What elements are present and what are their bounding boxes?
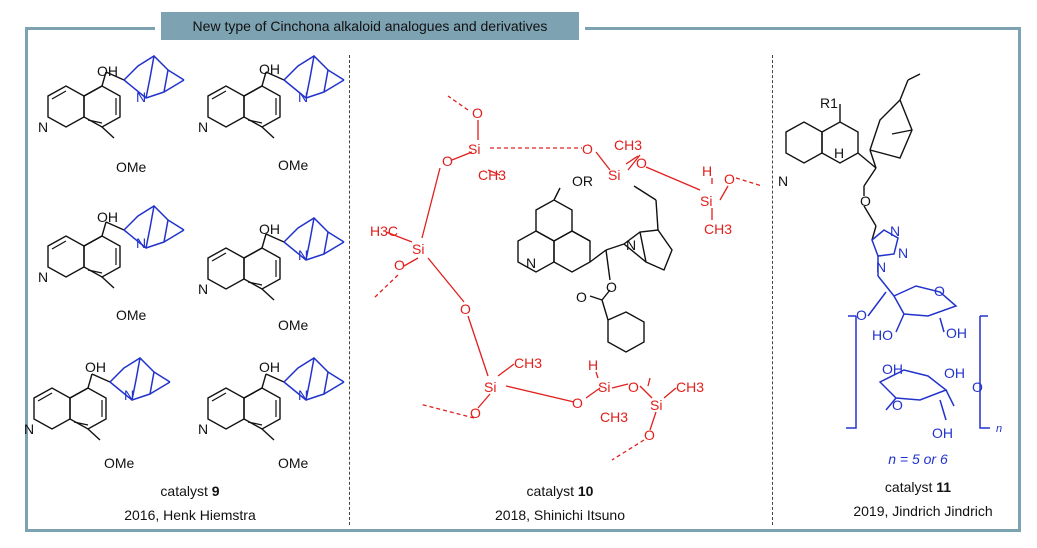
- ring-o-2: O: [856, 307, 867, 323]
- quinoline-n-b: N: [198, 119, 208, 135]
- ester-o-label: O: [606, 279, 617, 295]
- si-label-6: Si: [598, 379, 610, 395]
- o-label-7: O: [460, 301, 471, 317]
- analogue-a: [47, 55, 185, 139]
- h-label-2: H: [588, 357, 598, 373]
- ch3-label-1: CH3: [478, 167, 506, 183]
- quinoline-n-c: N: [38, 269, 48, 285]
- credit-catalyst-10: 2018, Shinichi Itsuno: [495, 507, 625, 523]
- o-label-11: O: [644, 427, 655, 443]
- ring-o-4: O: [892, 397, 903, 413]
- amine-n-c: N: [136, 235, 146, 251]
- oh-label-e: OH: [85, 359, 106, 375]
- r1-label: R1: [820, 95, 838, 111]
- analogue-e: [33, 357, 171, 441]
- repeat-n-label: n: [996, 423, 1002, 435]
- si-label-4: Si: [412, 241, 424, 257]
- amine-n-d: N: [298, 247, 308, 263]
- quinoline-n-11: N: [778, 173, 788, 189]
- quinoline-n-10: N: [526, 255, 536, 271]
- carbonyl-o-label: O: [576, 289, 587, 305]
- catalyst-9-structures: OH OH OH OH OH OH N N N N N N OMe OMe OM…: [24, 55, 345, 471]
- h-label-11: H: [834, 145, 844, 161]
- catalyst-10-structure: O Si O CH3 O CH3 Si O H O Si CH3 H3C Si …: [370, 95, 763, 461]
- oh-label-11d: OH: [932, 425, 953, 441]
- h-label-1: H: [702, 163, 712, 179]
- o-label-3: O: [582, 141, 593, 157]
- o-label-10: O: [628, 379, 639, 395]
- oh-label-a: OH: [97, 63, 118, 79]
- o-label-9: O: [572, 395, 583, 411]
- quinoline-n-d: N: [198, 281, 208, 297]
- amine-n-e: N: [124, 387, 134, 403]
- analogue-c: [47, 205, 185, 289]
- amine-n-10: N: [626, 237, 636, 253]
- h3c-label: H3C: [370, 223, 398, 239]
- ome-label-f: OMe: [278, 455, 309, 471]
- amine-n-f: N: [298, 387, 308, 403]
- quinoline-n-e: N: [24, 421, 34, 437]
- oh-label-11c: OH: [944, 365, 965, 381]
- ch3-label-5: CH3: [600, 409, 628, 425]
- oh-label-f: OH: [259, 359, 280, 375]
- panel-divider-1: [349, 55, 350, 525]
- oh-label-b: OH: [259, 61, 280, 77]
- analogue-f: [207, 357, 345, 441]
- caption-catalyst-11: catalyst 11: [884, 479, 952, 495]
- ome-label-b: OMe: [278, 157, 309, 173]
- si-label-7: Si: [650, 397, 662, 413]
- ome-label-c: OMe: [116, 307, 147, 323]
- si-label-2: Si: [608, 167, 620, 183]
- ring-o-3: O: [972, 379, 983, 395]
- si-label-1: Si: [468, 141, 480, 157]
- o-label-6: O: [394, 257, 405, 273]
- si-label-3: Si: [700, 193, 712, 209]
- credit-catalyst-11: 2019, Jindrich Jindrich: [853, 503, 993, 519]
- o-label-1: O: [472, 105, 483, 121]
- panel-divider-2: [772, 55, 773, 525]
- triazole-n-3: N: [876, 259, 886, 275]
- catalyst-11-structure: R1 H O N N N N O O HO OH OH OH O O OH n: [778, 73, 1002, 441]
- triazole-n-1: N: [890, 223, 900, 239]
- quinoline-n-f: N: [198, 421, 208, 437]
- o-label-4: O: [636, 155, 647, 171]
- caption-catalyst-9: catalyst 9: [160, 483, 220, 499]
- triazole-n-2: N: [898, 245, 908, 261]
- credit-catalyst-9: 2016, Henk Hiemstra: [124, 507, 256, 523]
- oh-label-d: OH: [259, 221, 280, 237]
- ch3-label-6: CH3: [676, 379, 704, 395]
- ch3-label-4: CH3: [514, 355, 542, 371]
- ring-o-1: O: [934, 283, 945, 299]
- amine-n-a: N: [136, 89, 146, 105]
- figure-title: New type of Cinchona alkaloid analogues …: [161, 12, 579, 40]
- analogue-d: [207, 217, 345, 301]
- ome-label-d: OMe: [278, 317, 309, 333]
- si-label-5: Si: [484, 379, 496, 395]
- o-label-8: O: [470, 405, 481, 421]
- ome-label-e: OMe: [104, 455, 135, 471]
- oh-label-11b: OH: [882, 361, 903, 377]
- oh-label-11a: OH: [946, 325, 967, 341]
- quinoline-n-a: N: [38, 119, 48, 135]
- o-label-5: O: [724, 171, 735, 187]
- o-label-2: O: [442, 153, 453, 169]
- oh-label-c: OH: [97, 209, 118, 225]
- repeat-note: n = 5 or 6: [888, 451, 948, 467]
- ether-o-label: O: [860, 193, 871, 209]
- ho-label: HO: [872, 327, 893, 343]
- ome-label-a: OMe: [116, 159, 147, 175]
- caption-catalyst-10: catalyst 10: [526, 483, 594, 499]
- ch3-label-3: CH3: [704, 221, 732, 237]
- analogue-b: [207, 55, 345, 139]
- amine-n-b: N: [298, 89, 308, 105]
- or-label: OR: [572, 173, 593, 189]
- ch3-label-2: CH3: [614, 137, 642, 153]
